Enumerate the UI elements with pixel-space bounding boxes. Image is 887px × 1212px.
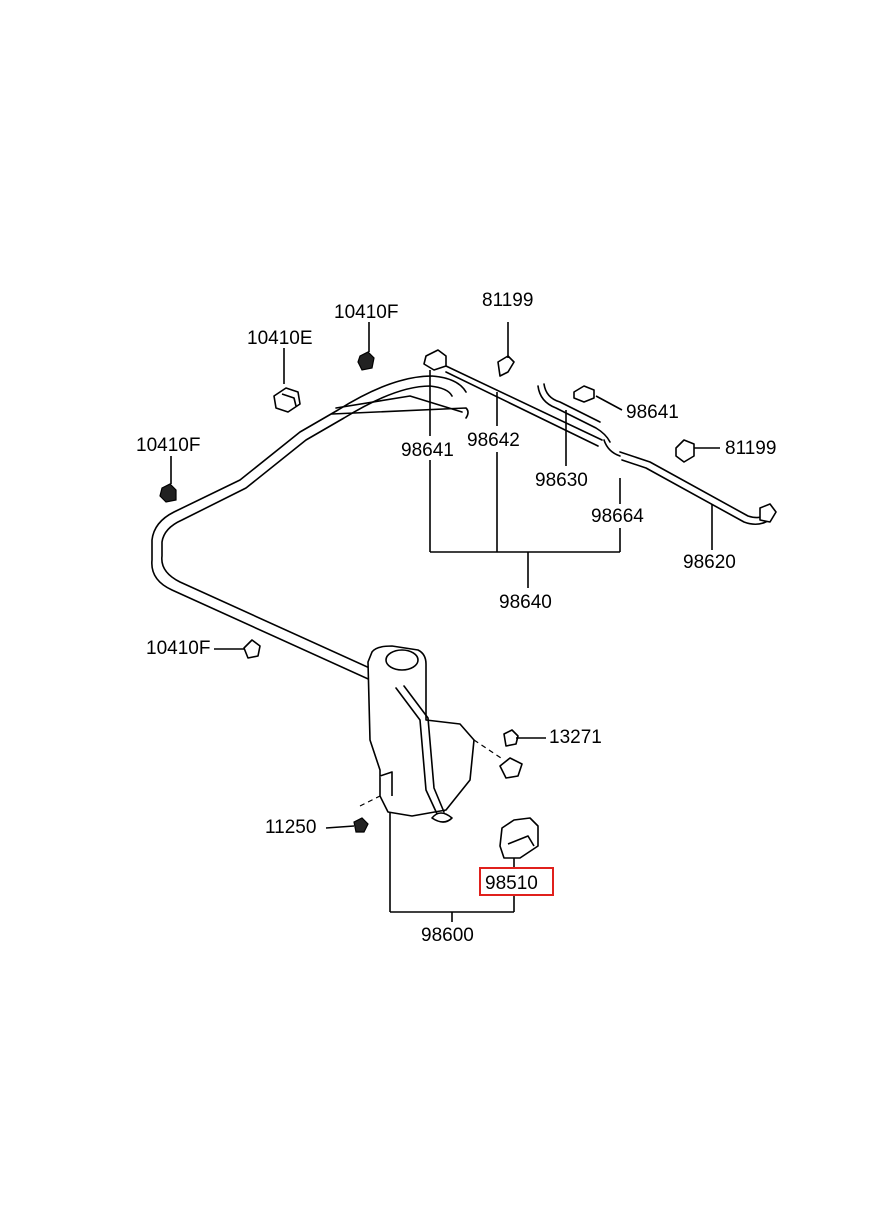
assembly-dash-bolt <box>359 795 381 807</box>
label-10410F-bottom: 10410F <box>146 638 210 659</box>
clip-81199-right <box>675 439 695 463</box>
label-98620: 98620 <box>683 552 736 573</box>
label-98510: 98510 <box>485 873 538 894</box>
label-10410F-left: 10410F <box>136 435 200 456</box>
clip-10410F-top <box>357 351 375 371</box>
label-10410E: 10410E <box>247 328 313 349</box>
washer-hose-main <box>151 375 469 689</box>
clip-10410F-left <box>159 483 177 503</box>
highlight-box-98510 <box>479 867 554 896</box>
label-98600: 98600 <box>421 925 474 946</box>
assembly-dash-nut <box>473 739 505 761</box>
clip-98641-right <box>573 385 595 403</box>
label-98641-right: 98641 <box>626 402 679 423</box>
label-98642: 98642 <box>467 430 520 451</box>
label-13271: 13271 <box>549 727 602 748</box>
bolt-11250 <box>353 817 369 833</box>
label-81199-right: 81199 <box>725 438 776 459</box>
label-10410F-top: 10410F <box>334 302 398 323</box>
label-98641-left: 98641 <box>401 440 454 461</box>
nozzle-98620-end <box>759 503 777 523</box>
label-98630: 98630 <box>535 470 588 491</box>
label-98640: 98640 <box>499 592 552 613</box>
label-81199-top: 81199 <box>482 290 533 311</box>
washer-pump <box>499 817 539 859</box>
label-98664: 98664 <box>591 506 644 527</box>
clip-98641-hose-end <box>423 349 447 371</box>
nut-13271 <box>499 729 523 779</box>
washer-reservoir <box>367 645 475 823</box>
label-11250: 11250 <box>265 817 316 838</box>
clip-10410E <box>273 387 301 413</box>
clip-81199-top <box>497 355 515 377</box>
leader-lines <box>170 322 720 922</box>
clip-10410F-bottom <box>243 639 261 659</box>
